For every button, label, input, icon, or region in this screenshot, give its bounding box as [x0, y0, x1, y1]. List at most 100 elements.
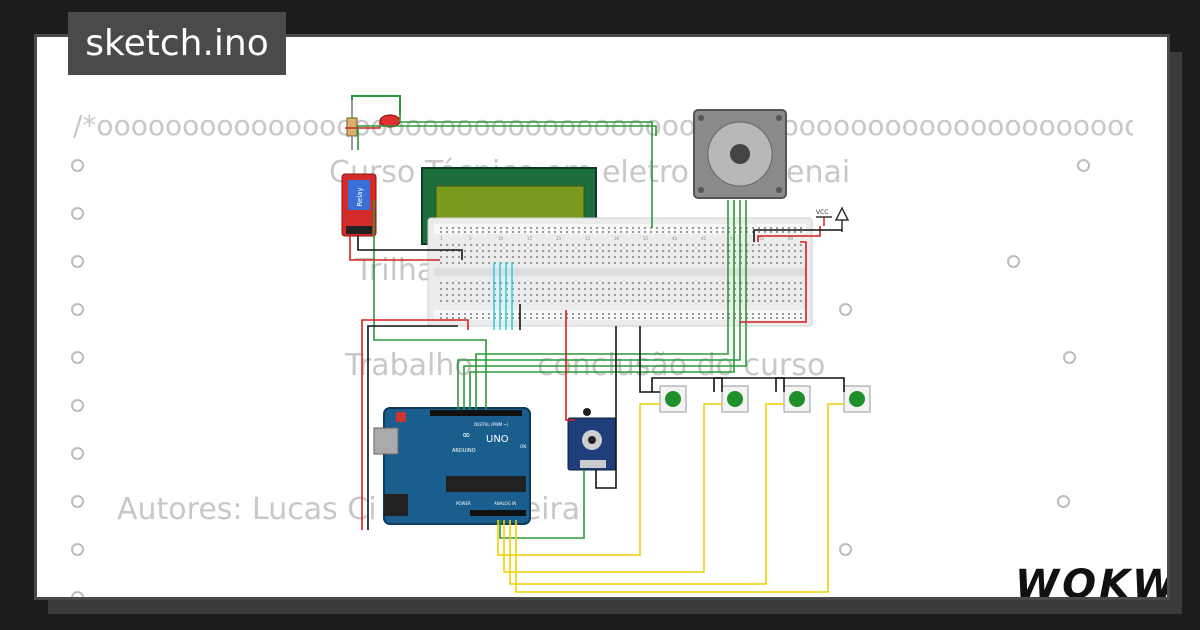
- breadboard-hole: [548, 317, 550, 319]
- breadboard-hole: [494, 256, 496, 258]
- breadboard-hole: [500, 288, 502, 290]
- breadboard-hole: [698, 262, 700, 264]
- breadboard-hole: [566, 250, 568, 252]
- breadboard-hole: [788, 294, 790, 296]
- breadboard-hole: [764, 282, 766, 284]
- breadboard-hole: [488, 282, 490, 284]
- breadboard-hole: [632, 244, 634, 246]
- breadboard-hole: [644, 227, 646, 229]
- breadboard-hole: [728, 282, 730, 284]
- breadboard-hole: [542, 313, 544, 315]
- breadboard-hole: [788, 244, 790, 246]
- breadboard-hole: [608, 250, 610, 252]
- breadboard-hole: [740, 282, 742, 284]
- breadboard-hole: [608, 227, 610, 229]
- breadboard-hole: [716, 256, 718, 258]
- breadboard-hole: [638, 294, 640, 296]
- breadboard-hole: [776, 288, 778, 290]
- code-line-work-a: Trabalho: [345, 348, 473, 383]
- breadboard-hole: [470, 300, 472, 302]
- breadboard-column-number: 60: [788, 236, 794, 241]
- breadboard-hole: [440, 288, 442, 290]
- breadboard-hole: [440, 262, 442, 264]
- breadboard-hole: [788, 313, 790, 315]
- breadboard-hole: [536, 294, 538, 296]
- breadboard-hole: [452, 294, 454, 296]
- breadboard-column-number: 35: [643, 236, 649, 241]
- sketch-title-tab[interactable]: sketch.ino: [68, 12, 286, 75]
- breadboard-hole: [722, 288, 724, 290]
- breadboard-hole: [692, 250, 694, 252]
- breadboard-hole: [596, 300, 598, 302]
- breadboard-hole: [620, 288, 622, 290]
- breadboard-hole: [686, 250, 688, 252]
- breadboard-hole: [566, 262, 568, 264]
- breadboard-hole: [764, 300, 766, 302]
- breadboard-hole: [668, 313, 670, 315]
- breadboard-hole: [782, 256, 784, 258]
- breadboard-hole: [614, 244, 616, 246]
- breadboard-hole: [644, 256, 646, 258]
- breadboard-hole: [704, 294, 706, 296]
- breadboard-hole: [554, 313, 556, 315]
- breadboard-hole: [656, 317, 658, 319]
- breadboard-hole: [620, 231, 622, 233]
- breadboard-hole: [518, 294, 520, 296]
- breadboard-hole: [608, 313, 610, 315]
- breadboard-hole: [590, 294, 592, 296]
- breadboard-hole: [590, 250, 592, 252]
- breadboard-hole: [644, 294, 646, 296]
- breadboard-hole: [722, 231, 724, 233]
- breadboard-hole: [566, 282, 568, 284]
- breadboard-hole: [704, 244, 706, 246]
- breadboard-hole: [530, 262, 532, 264]
- breadboard-hole: [524, 288, 526, 290]
- breadboard-hole: [662, 231, 664, 233]
- breadboard-hole: [656, 300, 658, 302]
- breadboard-hole: [506, 300, 508, 302]
- arduino-analog-label: ANALOG IN: [494, 501, 516, 506]
- breadboard-hole: [518, 244, 520, 246]
- breadboard-hole: [680, 282, 682, 284]
- breadboard-hole: [446, 262, 448, 264]
- breadboard-hole: [632, 317, 634, 319]
- breadboard-hole: [566, 231, 568, 233]
- breadboard-hole: [494, 227, 496, 229]
- breadboard-hole: [728, 288, 730, 290]
- breadboard-hole: [656, 262, 658, 264]
- breadboard-hole: [692, 282, 694, 284]
- breadboard-hole: [800, 313, 802, 315]
- breadboard-hole: [764, 256, 766, 258]
- breadboard-hole: [614, 282, 616, 284]
- breadboard-hole: [464, 282, 466, 284]
- breadboard-hole: [638, 300, 640, 302]
- breadboard-hole: [488, 231, 490, 233]
- breadboard-hole: [734, 294, 736, 296]
- breadboard-hole: [458, 227, 460, 229]
- breadboard-hole: [578, 256, 580, 258]
- breadboard-hole: [548, 256, 550, 258]
- breadboard-hole: [578, 313, 580, 315]
- dot-column-left: [71, 159, 85, 597]
- breadboard-hole: [458, 313, 460, 315]
- breadboard-hole: [542, 282, 544, 284]
- breadboard-hole: [770, 317, 772, 319]
- breadboard-column-number: 1: [440, 236, 443, 241]
- breadboard-hole: [536, 244, 538, 246]
- breadboard-hole: [656, 256, 658, 258]
- breadboard-hole: [716, 244, 718, 246]
- breadboard-hole: [800, 294, 802, 296]
- breadboard-hole: [644, 317, 646, 319]
- breadboard-hole: [776, 262, 778, 264]
- dot-right-1: [1077, 159, 1091, 173]
- breadboard-hole: [800, 262, 802, 264]
- breadboard-hole: [674, 317, 676, 319]
- breadboard-hole: [740, 250, 742, 252]
- breadboard-column-number: 50: [730, 236, 736, 241]
- breadboard-hole: [764, 231, 766, 233]
- breadboard-hole: [614, 231, 616, 233]
- breadboard-hole: [500, 244, 502, 246]
- arduino-uno: ∞ UNO ARDUINO DIGITAL (PWM ~) ON POWER A…: [373, 407, 531, 525]
- resistor: [346, 100, 358, 150]
- breadboard-hole: [584, 262, 586, 264]
